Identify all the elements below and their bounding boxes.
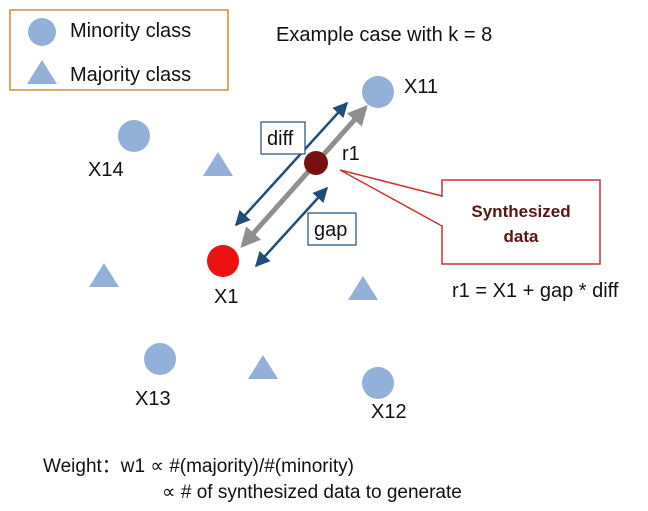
x13-label: X13 [135, 388, 171, 410]
weight-line1: Weight：w1 ∝ #(majority)/#(minority) [43, 456, 354, 477]
formula: r1 = X1 + gap * diff [452, 280, 619, 302]
legend: Minority class Majority class [9, 9, 229, 91]
minority-point-x12 [362, 367, 394, 399]
majority-triangle [248, 355, 278, 379]
majority-triangle [89, 263, 119, 287]
diagram-title: Example case with k = 8 [276, 24, 492, 46]
diff-box [260, 121, 306, 155]
synthesized-callout: Synthesized data [339, 169, 601, 265]
minority-point-x11 [362, 76, 394, 108]
legend-majority-label: Majority class [70, 64, 191, 86]
legend-majority-icon [27, 60, 57, 84]
minority-point-x14 [118, 120, 150, 152]
r1-label: r1 [342, 143, 360, 165]
majority-triangle [348, 276, 378, 300]
legend-minority-icon [28, 18, 56, 46]
gap-box [307, 212, 357, 246]
legend-minority-label: Minority class [70, 20, 191, 42]
weight-line2: ∝ # of synthesized data to generate [162, 482, 462, 503]
callout-box [441, 179, 601, 265]
minority-point-x1 [207, 245, 239, 277]
callout-line1: Synthesized [471, 202, 570, 221]
minority-point-x13 [144, 343, 176, 375]
x1-label: X1 [214, 286, 238, 308]
diff-arrow [234, 101, 349, 227]
x14-label: X14 [88, 159, 124, 181]
gap-label: gap [314, 219, 347, 241]
x1-x11-arrow [240, 105, 368, 248]
callout-line2: data [504, 227, 540, 246]
synthesized-point-r1 [304, 151, 328, 175]
x11-label: X11 [404, 76, 438, 98]
majority-triangle [203, 152, 233, 176]
diff-label: diff [267, 128, 294, 150]
x12-label: X12 [371, 401, 407, 423]
